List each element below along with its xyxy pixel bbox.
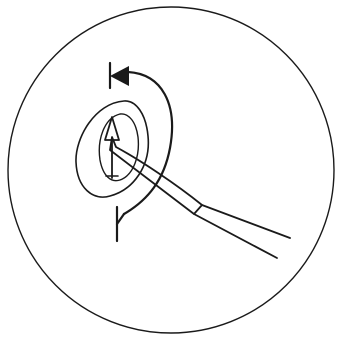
arrow-head-icon [110,66,129,86]
frame-circle [8,7,334,333]
rotation-arrow [110,63,172,241]
